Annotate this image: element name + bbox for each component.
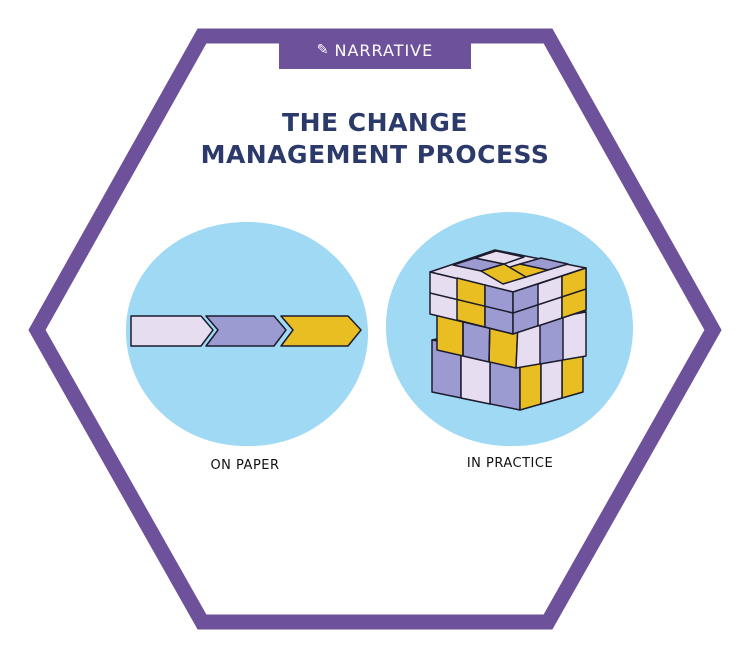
caption-on-paper: ON PAPER	[210, 458, 280, 473]
arrow-step-1	[130, 315, 214, 347]
page-title-line1: THE CHANGE	[282, 108, 468, 137]
page-title-line2: MANAGEMENT PROCESS	[200, 140, 550, 169]
on-paper-illustration	[125, 221, 369, 447]
in-practice-illustration	[385, 212, 634, 447]
caption-in-practice: IN PRACTICE	[466, 456, 554, 471]
arrow-step-2	[205, 315, 287, 347]
arrow-step-3	[280, 315, 362, 347]
narrative-badge: ✎ NARRATIVE	[279, 31, 471, 69]
badge-label: NARRATIVE	[334, 40, 434, 60]
pen-icon: ✎	[316, 42, 330, 58]
cube-layer-top	[429, 249, 587, 335]
